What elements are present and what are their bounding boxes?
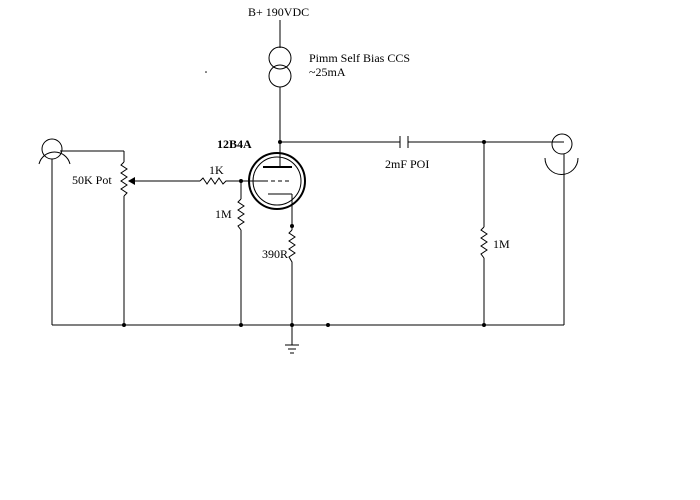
current-source-icon: [268, 46, 292, 88]
cathode-resistor-label: 390R: [262, 247, 288, 261]
rca-jack-icon: [544, 133, 579, 175]
stray-dot: [205, 71, 207, 73]
grid-leak-resistor: [237, 198, 245, 231]
tube-label: 12B4A: [217, 137, 252, 151]
output-resistor: [480, 226, 488, 259]
volume-pot-label: 50K Pot: [72, 173, 112, 187]
bus-dot-cathode: [290, 323, 294, 327]
cathode-resistor: [288, 229, 296, 272]
grid-stopper-label: 1K: [209, 163, 224, 177]
volume-pot: [120, 161, 128, 197]
coupling-cap-label: 2mF POI: [385, 157, 429, 171]
ccs-label-line2: ~25mA: [309, 65, 346, 79]
supply-label: B+ 190VDC: [248, 5, 309, 19]
output-resistor-label: 1M: [493, 237, 510, 251]
cathode-junction-dot: [290, 224, 294, 228]
grid-stopper-resistor: [199, 177, 241, 185]
ccs-label-line1: Pimm Self Bias CCS: [309, 51, 410, 65]
wiper-arrow-icon: [128, 177, 135, 185]
bus-dot-grid: [239, 323, 243, 327]
bus-dot-mid: [326, 323, 330, 327]
ground-icon: [285, 344, 299, 354]
grid-leak-label: 1M: [215, 207, 232, 221]
capacitor-icon: [399, 136, 409, 148]
